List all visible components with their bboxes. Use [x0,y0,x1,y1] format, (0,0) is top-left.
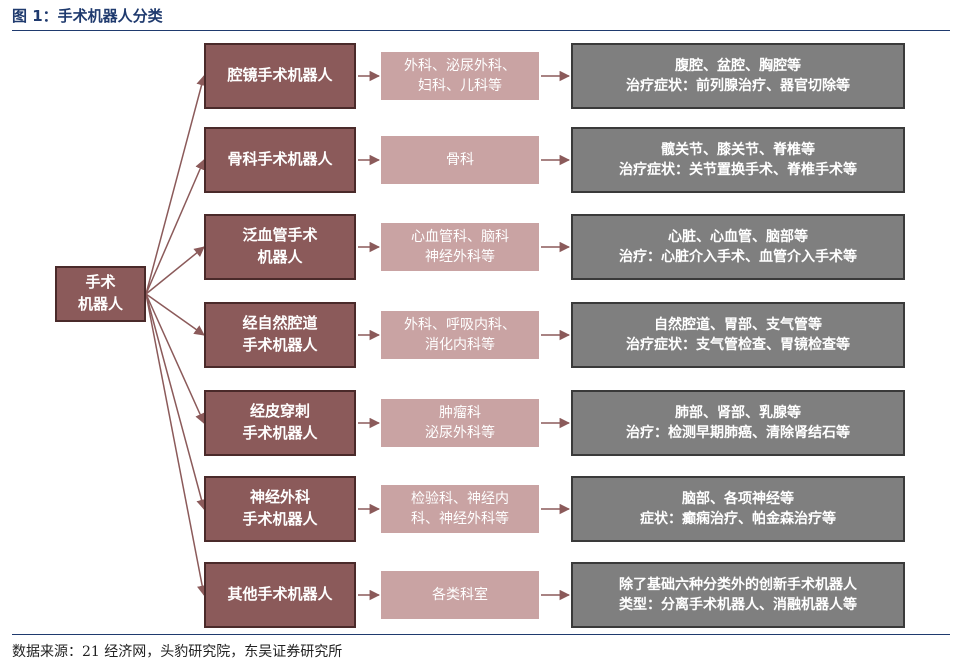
root-to-category-arrow-4 [145,293,205,336]
department-box-7-line-1: 各类科室 [432,586,488,603]
category-box-6-line-1: 神经外科 [249,488,310,507]
category-box-2-line-1: 骨科手术机器人 [227,150,333,169]
description-box-5: 肺部、肾部、乳腺等治疗：检测早期肺癌、清除肾结石等 [571,390,905,456]
department-box-7: 各类科室 [381,571,539,619]
top-rule [12,30,950,31]
department-box-4: 外科、呼吸内科、消化内科等 [381,311,539,359]
figure-title: 图 1：手术机器人分类 [12,7,163,25]
category-box-2: 骨科手术机器人 [204,127,356,193]
category-box-1-line-1: 腔镜手术机器人 [227,66,333,85]
category-box-5: 经皮穿刺手术机器人 [204,390,356,456]
department-box-4-line-2: 消化内科等 [425,337,495,353]
category-box-6: 神经外科手术机器人 [204,476,356,542]
category-box-3-line-2: 机器人 [257,248,303,266]
description-box-7: 除了基础六种分类外的创新手术机器人类型：分离手术机器人、消融机器人等 [571,562,905,628]
category-box-5-line-2: 手术机器人 [242,424,318,442]
department-box-2: 骨科 [381,136,539,184]
category-box-6-line-2: 手术机器人 [242,510,318,528]
root-to-category-arrow-1 [145,74,207,295]
description-box-4-line-2: 治疗症状：支气管检查、胃镜检查等 [626,337,850,353]
department-box-6-line-2: 科、神经外科等 [411,511,509,527]
root-line-1: 手术 [85,273,116,292]
department-box-1: 外科、泌尿外科、妇科、儿科等 [381,52,539,100]
category-box-7: 其他手术机器人 [204,562,356,628]
root-node: 手术 机器人 [55,266,146,322]
root-to-category-arrow-2 [145,159,206,295]
description-box-1: 腹腔、盆腔、胸腔等治疗症状：前列腺治疗、器官切除等 [571,43,905,109]
description-box-7-line-1: 除了基础六种分类外的创新手术机器人 [619,576,857,593]
department-box-3-line-2: 神经外科等 [425,249,495,265]
description-box-2-line-1: 髋关节、膝关节、脊椎等 [661,141,815,158]
category-box-7-line-1: 其他手术机器人 [227,585,333,604]
source-note: 数据来源：21 经济网，头豹研究院，东吴证券研究所 [12,644,343,660]
category-box-4: 经自然腔道手术机器人 [204,302,356,368]
department-box-1-line-1: 外科、泌尿外科、 [404,57,516,74]
description-box-4: 自然腔道、胃部、支气管等治疗症状：支气管检查、胃镜检查等 [571,302,905,368]
category-box-1: 腔镜手术机器人 [204,43,356,109]
root-line-2: 机器人 [77,295,123,313]
category-box-5-line-1: 经皮穿刺 [249,402,310,421]
description-box-3: 心脏、心血管、脑部等治疗：心脏介入手术、血管介入手术等 [571,214,905,280]
description-box-5-line-2: 治疗：检测早期肺癌、清除肾结石等 [626,425,850,441]
category-box-4-line-1: 经自然腔道 [242,314,318,333]
category-box-3-line-1: 泛血管手术 [242,226,318,245]
bottom-rule [12,634,950,635]
description-box-6-line-2: 症状：癫痫治疗、帕金森治疗等 [640,511,836,527]
department-box-6: 检验科、神经内科、神经外科等 [381,485,539,533]
description-box-2: 髋关节、膝关节、脊椎等治疗症状：关节置换手术、脊椎手术等 [571,127,905,193]
description-box-7-line-2: 类型：分离手术机器人、消融机器人等 [619,597,857,613]
description-box-6: 脑部、各项神经等症状：癫痫治疗、帕金森治疗等 [571,476,905,542]
department-box-3-line-1: 心血管科、脑科 [411,228,509,245]
description-box-1-line-1: 腹腔、盆腔、胸腔等 [675,57,801,74]
description-box-3-line-1: 心脏、心血管、脑部等 [668,228,808,245]
department-box-5-line-1: 肿瘤科 [439,404,481,421]
department-box-2-line-1: 骨科 [446,151,474,168]
root-to-category-arrow-6 [145,293,207,511]
department-box-1-line-2: 妇科、儿科等 [418,78,502,94]
category-box-3: 泛血管手术机器人 [204,214,356,280]
description-box-4-line-1: 自然腔道、胃部、支气管等 [654,316,822,333]
root-to-category-arrow-5 [145,293,205,424]
department-box-5-line-2: 泌尿外科等 [425,425,495,441]
description-box-2-line-2: 治疗症状：关节置换手术、脊椎手术等 [619,162,857,178]
department-box-5: 肿瘤科泌尿外科等 [381,399,539,447]
department-box-3: 心血管科、脑科神经外科等 [381,223,539,271]
category-box-4-line-2: 手术机器人 [242,336,318,354]
description-box-3-line-2: 治疗：心脏介入手术、血管介入手术等 [619,249,857,265]
department-box-4-line-1: 外科、呼吸内科、 [404,316,516,333]
root-to-category-arrow-3 [145,246,205,295]
description-box-5-line-1: 肺部、肾部、乳腺等 [675,404,801,421]
description-box-1-line-2: 治疗症状：前列腺治疗、器官切除等 [626,78,850,94]
department-box-6-line-1: 检验科、神经内 [411,490,509,507]
root-to-category-arrow-7 [145,293,208,597]
description-box-6-line-1: 脑部、各项神经等 [682,490,794,507]
